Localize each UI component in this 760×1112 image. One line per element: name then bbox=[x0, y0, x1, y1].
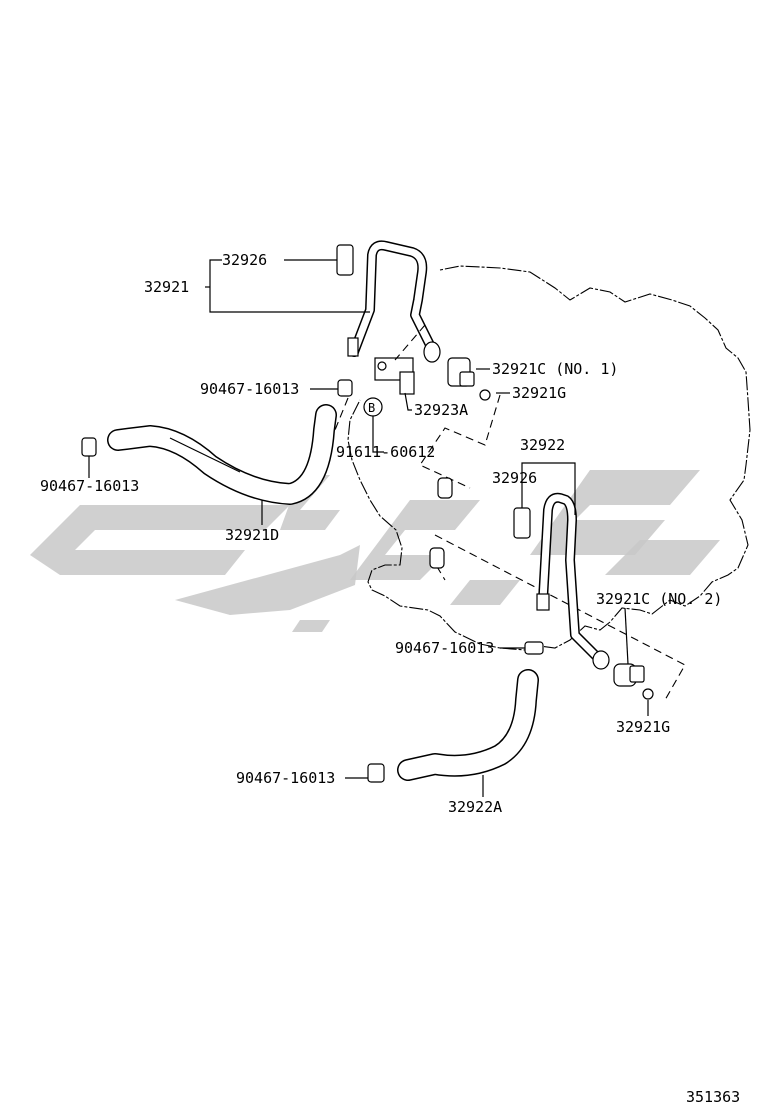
bracket-32923a bbox=[374, 357, 415, 395]
o-ring-32921g bbox=[642, 688, 654, 700]
label-32922: 32922 bbox=[520, 436, 565, 454]
leader-lines bbox=[88, 259, 649, 797]
union-32921c-no2 bbox=[613, 663, 645, 687]
clamp-90467 bbox=[337, 379, 353, 397]
label-32921c-no2: 32921C (NO. 2) bbox=[596, 590, 722, 608]
sleeve-32926 bbox=[513, 507, 531, 539]
pipe-end-fitting bbox=[423, 341, 441, 363]
label-callout-b: B bbox=[368, 401, 375, 415]
clamp-90467 bbox=[524, 641, 544, 655]
label-32921c-no1: 32921C (NO. 1) bbox=[492, 360, 618, 378]
pipe-fitting bbox=[437, 477, 453, 499]
o-ring-32921g bbox=[479, 389, 491, 401]
label-32926-mid: 32926 bbox=[492, 469, 537, 487]
label-90467-b: 90467-16013 bbox=[40, 477, 139, 495]
label-32921d: 32921D bbox=[225, 526, 279, 544]
transmission-outline bbox=[347, 265, 751, 651]
pipe-end-fitting bbox=[536, 593, 550, 611]
label-32926-top: 32926 bbox=[222, 251, 267, 269]
label-diagram-id: 351363 bbox=[686, 1088, 740, 1106]
label-32921g-bot: 32921G bbox=[616, 718, 670, 736]
clamp-90467 bbox=[367, 763, 385, 783]
union-32921c-no1 bbox=[447, 357, 475, 387]
label-32922a: 32922A bbox=[448, 798, 502, 816]
label-32921: 32921 bbox=[144, 278, 189, 296]
clamp-90467 bbox=[81, 437, 97, 457]
dashed-leader bbox=[334, 324, 686, 701]
label-32923a: 32923A bbox=[414, 401, 468, 419]
pipe-fitting bbox=[429, 547, 445, 569]
sleeve-32926 bbox=[336, 244, 354, 276]
label-90467-c: 90467-16013 bbox=[395, 639, 494, 657]
pipe-end-fitting bbox=[592, 650, 610, 670]
label-91611: 91611-60612 bbox=[336, 443, 435, 461]
label-90467-a: 90467-16013 bbox=[200, 380, 299, 398]
pipe-end-fitting bbox=[347, 337, 359, 357]
label-90467-d: 90467-16013 bbox=[236, 769, 335, 787]
label-32921g-top: 32921G bbox=[512, 384, 566, 402]
